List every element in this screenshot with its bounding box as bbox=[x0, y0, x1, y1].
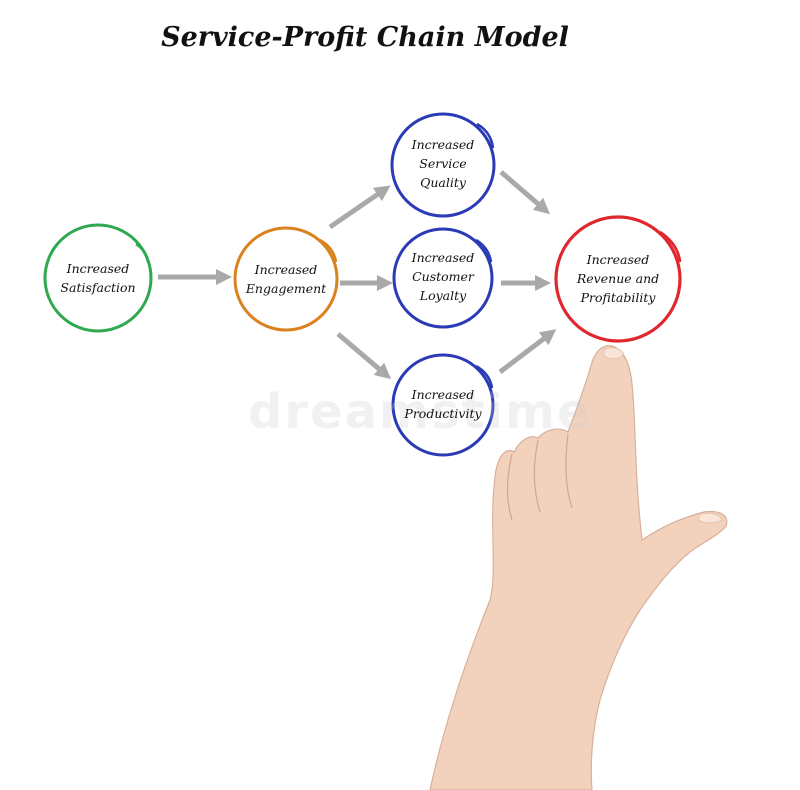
node-engagement-circle bbox=[233, 226, 339, 332]
label-line: Increased bbox=[586, 252, 650, 267]
label-line: Quality bbox=[420, 175, 466, 190]
label-line: Increased bbox=[411, 137, 475, 152]
label-line: Engagement bbox=[245, 281, 327, 296]
node-customer-loyalty-circle bbox=[392, 227, 494, 329]
watermark-text: dreamstime bbox=[248, 384, 592, 440]
node-service-quality-circle bbox=[390, 112, 496, 218]
label-line: Profitability bbox=[580, 290, 656, 305]
label-line: Customer bbox=[412, 269, 474, 284]
node-engagement-label: Increased Engagement bbox=[231, 260, 341, 298]
node-revenue-label: Increased Revenue and Profitability bbox=[563, 250, 673, 307]
pointing-hand-illustration bbox=[429, 345, 728, 790]
label-line: Loyalty bbox=[419, 288, 467, 303]
label-line: Increased bbox=[411, 387, 475, 402]
label-line: Productivity bbox=[404, 406, 482, 421]
node-revenue-circle bbox=[554, 215, 682, 343]
node-productivity-circle bbox=[391, 353, 495, 457]
label-line: Increased bbox=[254, 262, 318, 277]
label-line: Service bbox=[419, 156, 467, 171]
node-customer-loyalty-label: Increased Customer Loyalty bbox=[388, 248, 498, 305]
arrow-service-quality-to-revenue bbox=[499, 170, 551, 215]
label-line: Increased bbox=[411, 250, 475, 265]
arrow-productivity-to-revenue bbox=[498, 329, 557, 374]
node-service-quality-label: Increased Service Quality bbox=[388, 135, 498, 192]
arrow-engagement-to-service-quality bbox=[328, 185, 391, 230]
label-line: Revenue and bbox=[576, 271, 660, 286]
page-title: Service-Profit Chain Model bbox=[161, 22, 569, 53]
node-satisfaction-label: Increased Satisfaction bbox=[43, 259, 153, 297]
arrow-engagement-to-productivity bbox=[336, 332, 392, 380]
node-satisfaction-circle bbox=[43, 223, 153, 333]
node-productivity-label: Increased Productivity bbox=[388, 385, 498, 423]
label-line: Satisfaction bbox=[60, 280, 136, 295]
label-line: Increased bbox=[66, 261, 130, 276]
